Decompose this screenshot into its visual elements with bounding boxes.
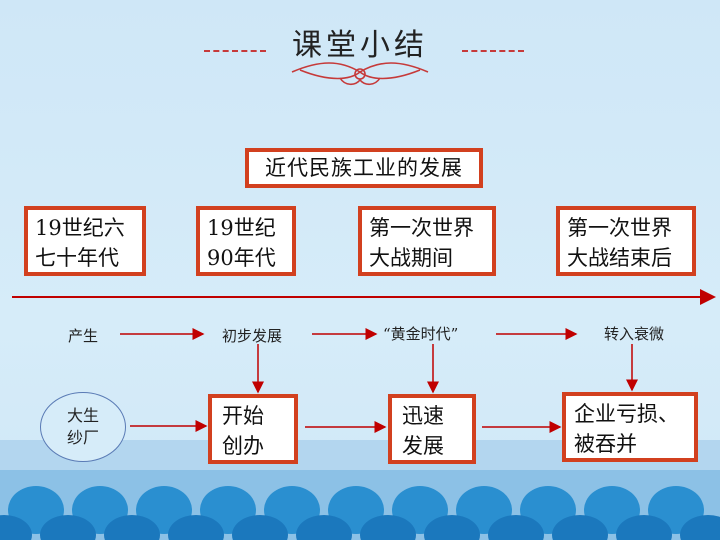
outcome-box-1: 开始 创办: [208, 394, 298, 464]
title-dash-left: [204, 50, 266, 52]
title-ornament: [291, 62, 429, 86]
outcome-2-line1: 迅速: [402, 404, 444, 428]
example-line1: 大生: [66, 406, 99, 425]
stage-label-3: “黄金时代”: [383, 325, 459, 343]
outcome-box-2: 迅速 发展: [388, 394, 476, 464]
period-1-line1: 19世纪六: [35, 216, 125, 240]
period-2-line2: 90年代: [207, 246, 276, 270]
period-3-line1: 第一次世界: [369, 216, 474, 240]
slide-title: 课堂小结: [292, 28, 428, 63]
period-2-line1: 19世纪: [207, 216, 276, 240]
period-box-2: 19世纪 90年代: [196, 206, 296, 276]
outcome-1-line2: 创办: [222, 434, 264, 458]
outcome-3-line2: 被吞并: [574, 432, 637, 456]
title-dash-right: [462, 50, 524, 52]
outcome-box-3: 企业亏损、 被吞并: [562, 392, 698, 462]
stage-label-1: 产生: [68, 327, 99, 345]
period-box-3: 第一次世界 大战期间: [358, 206, 496, 276]
period-1-line2: 七十年代: [35, 246, 119, 270]
outcome-2-line2: 发展: [402, 434, 444, 458]
period-4-line1: 第一次世界: [567, 216, 672, 240]
stage-label-4: 转入衰微: [604, 325, 665, 343]
period-3-line2: 大战期间: [369, 246, 453, 270]
period-4-line2: 大战结束后: [567, 246, 672, 270]
example-circle: 大生 纱厂: [40, 392, 126, 462]
outcome-1-line1: 开始: [222, 404, 264, 428]
outcome-3-line1: 企业亏损、: [574, 402, 679, 426]
period-box-1: 19世纪六 七十年代: [24, 206, 146, 276]
period-box-4: 第一次世界 大战结束后: [556, 206, 696, 276]
main-topic-box: 近代民族工业的发展: [245, 148, 483, 188]
stage-label-2: 初步发展: [222, 327, 283, 345]
example-line2: 纱厂: [66, 428, 99, 447]
